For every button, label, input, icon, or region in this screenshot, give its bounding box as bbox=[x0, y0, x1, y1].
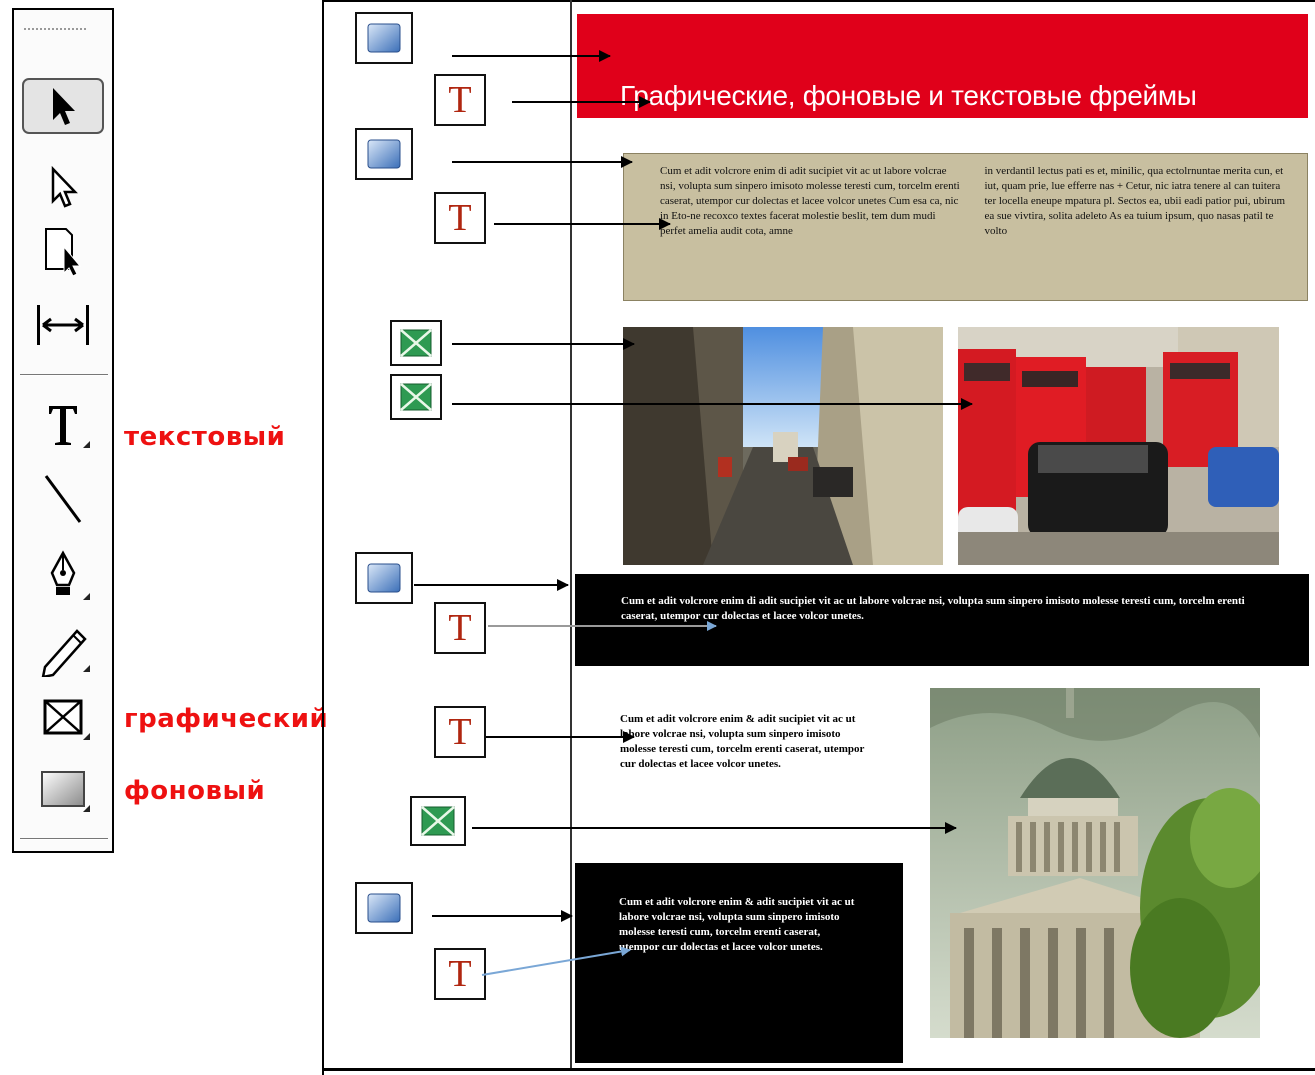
rectangle-tool-label: фоновый bbox=[124, 776, 266, 806]
page-title[interactable]: Графические, фоновые и текстовые фреймы bbox=[620, 80, 1197, 111]
pen-tool-button[interactable] bbox=[22, 550, 104, 604]
beige-text-frame[interactable]: Cum et adit volcrore enim di adit sucipi… bbox=[623, 153, 1308, 301]
frame-tool-label: графический bbox=[124, 704, 329, 734]
selection-arrow-icon bbox=[53, 88, 75, 125]
graphic-frame-icon bbox=[410, 796, 466, 846]
beige-text-column-2: in verdantil lectus pati es et, minilic,… bbox=[984, 165, 1286, 237]
submenu-corner-icon bbox=[83, 733, 90, 740]
type-tool-label: текстовый bbox=[124, 422, 286, 452]
text-frame-glyph: T bbox=[448, 79, 472, 121]
background-frame-icon bbox=[355, 552, 413, 604]
direct-selection-tool-button[interactable] bbox=[22, 160, 104, 214]
gap-tool-icon bbox=[37, 305, 89, 345]
text-frame-glyph: T bbox=[448, 953, 472, 995]
graphic-frame-icon bbox=[390, 320, 442, 366]
line-tool-icon bbox=[44, 475, 82, 523]
submenu-corner-icon bbox=[83, 665, 90, 672]
rectangle-frame-tool-icon bbox=[43, 699, 83, 735]
page-tool-button[interactable] bbox=[22, 224, 104, 278]
background-frame-icon bbox=[355, 128, 413, 180]
page-margin-guide bbox=[570, 0, 572, 1068]
buses-photo[interactable] bbox=[958, 327, 1279, 565]
text-frame-glyph: T bbox=[448, 197, 472, 239]
toolbox-separator bbox=[20, 838, 108, 840]
submenu-corner-icon bbox=[83, 441, 90, 448]
tools-panel bbox=[12, 8, 114, 853]
gap-tool-button[interactable] bbox=[22, 298, 104, 352]
direct-selection-arrow-icon bbox=[51, 165, 78, 208]
pencil-tool-icon bbox=[41, 629, 87, 677]
background-frame-icon bbox=[355, 882, 413, 934]
submenu-corner-icon bbox=[83, 805, 90, 812]
type-tool-button[interactable] bbox=[22, 398, 104, 452]
line-tool-button[interactable] bbox=[22, 472, 104, 526]
rectangle-tool-button[interactable] bbox=[22, 762, 104, 816]
rectangle-frame-tool-button[interactable] bbox=[22, 690, 104, 744]
graphic-frame-icon bbox=[390, 374, 442, 420]
submenu-corner-icon bbox=[83, 593, 90, 600]
text-frame-icon: T bbox=[434, 192, 486, 244]
pen-tool-icon bbox=[50, 550, 76, 595]
text-frame-icon: T bbox=[434, 602, 486, 654]
black-band-text-frame[interactable]: Cum et adit volcrore enim di adit sucipi… bbox=[575, 574, 1309, 666]
text-frame-glyph: T bbox=[448, 607, 472, 649]
black-box-text: Cum et adit volcrore enim & adit sucipie… bbox=[619, 896, 855, 953]
pencil-tool-button[interactable] bbox=[22, 622, 104, 677]
street-photo[interactable] bbox=[623, 327, 943, 565]
type-tool-icon bbox=[49, 406, 77, 445]
plain-text: Cum et adit volcrore enim & adit sucipie… bbox=[620, 713, 865, 770]
document-page bbox=[322, 0, 1315, 1075]
panel-grip[interactable] bbox=[24, 28, 86, 30]
capitol-photo[interactable] bbox=[930, 688, 1260, 1038]
selection-tool-button[interactable] bbox=[22, 78, 104, 134]
page-tool-icon bbox=[45, 228, 82, 277]
text-frame-icon: T bbox=[434, 74, 486, 126]
page-bottom-edge bbox=[322, 1068, 1315, 1071]
text-frame-icon: T bbox=[434, 706, 486, 758]
arrow bbox=[481, 946, 631, 976]
black-box-text-frame[interactable]: Cum et adit volcrore enim & adit sucipie… bbox=[575, 863, 903, 1063]
beige-text-column-1: Cum et adit volcrore enim di adit sucipi… bbox=[660, 165, 960, 237]
black-band-text: Cum et adit volcrore enim di adit sucipi… bbox=[621, 595, 1245, 622]
plain-text-frame[interactable]: Cum et adit volcrore enim & adit sucipie… bbox=[620, 712, 870, 822]
text-frame-glyph: T bbox=[448, 711, 472, 753]
title-background-frame[interactable] bbox=[577, 14, 1308, 118]
background-frame-icon bbox=[355, 12, 413, 64]
rectangle-tool-icon bbox=[41, 771, 85, 807]
text-frame-icon: T bbox=[434, 948, 486, 1000]
toolbox-separator bbox=[20, 374, 108, 376]
